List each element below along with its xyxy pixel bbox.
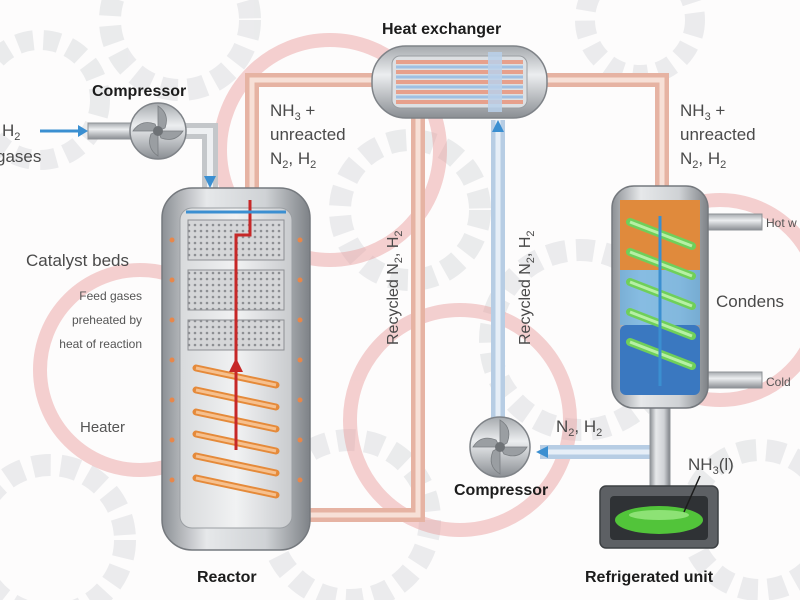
reactor-flow-arrow	[234, 200, 252, 450]
input-gases-label: gases	[0, 147, 41, 166]
refrigerated-unit-label: Refrigerated unit	[585, 569, 714, 586]
reactor-label: Reactor	[197, 569, 257, 586]
condenser-drain-pipe	[649, 399, 671, 491]
nh3-pointer	[683, 475, 701, 513]
hot-water-label: Hot w	[766, 216, 797, 230]
nh3-right-line2: unreacted	[680, 125, 756, 144]
reactor	[161, 187, 311, 551]
feed-gases-note-2: preheated by	[72, 313, 142, 327]
cold-water-pipe	[701, 371, 763, 389]
nh3-liquid-label: NH3(l)	[688, 455, 734, 477]
exchanger-to-condenser-pipe	[545, 73, 669, 188]
condenser	[611, 185, 709, 409]
nh3-left-line1: NH3 +	[270, 101, 315, 123]
n2h2-bottom-label: N2, H2	[556, 417, 602, 439]
feed-gases-note-3: heat of reaction	[59, 337, 142, 351]
n2h2-left-line3: N2, H2	[270, 149, 316, 171]
reactor-inlet-arrow	[204, 176, 216, 188]
input-h2-label: H2	[2, 121, 20, 143]
refrigerated-unit	[599, 485, 719, 549]
condenser-label: Condens	[716, 292, 784, 311]
compressor-return-arrow	[536, 446, 548, 458]
recycled-left-label: Recycled N2, H2	[385, 230, 405, 345]
heat-exchanger-label: Heat exchanger	[382, 21, 501, 38]
feed-gases-note-1: Feed gases	[79, 289, 142, 303]
hot-water-pipe	[701, 213, 763, 231]
compressor-top	[129, 102, 187, 160]
flow-arrows	[40, 120, 548, 458]
recycled-right-label: Recycled N2, H2	[517, 230, 537, 345]
compressor-bottom-label: Compressor	[454, 482, 548, 499]
n2h2-right-line3: N2, H2	[680, 149, 726, 171]
cold-water-label: Cold	[766, 375, 791, 389]
recycled-up-arrow	[492, 120, 504, 132]
catalyst-beds-label: Catalyst beds	[26, 251, 129, 270]
heat-exchanger	[371, 45, 548, 119]
compressor-bottom	[469, 416, 531, 478]
nh3-left-line2: unreacted	[270, 125, 346, 144]
heater-label: Heater	[80, 419, 125, 436]
compressor-top-label: Compressor	[92, 83, 186, 100]
nh3-right-line1: NH3 +	[680, 101, 725, 123]
